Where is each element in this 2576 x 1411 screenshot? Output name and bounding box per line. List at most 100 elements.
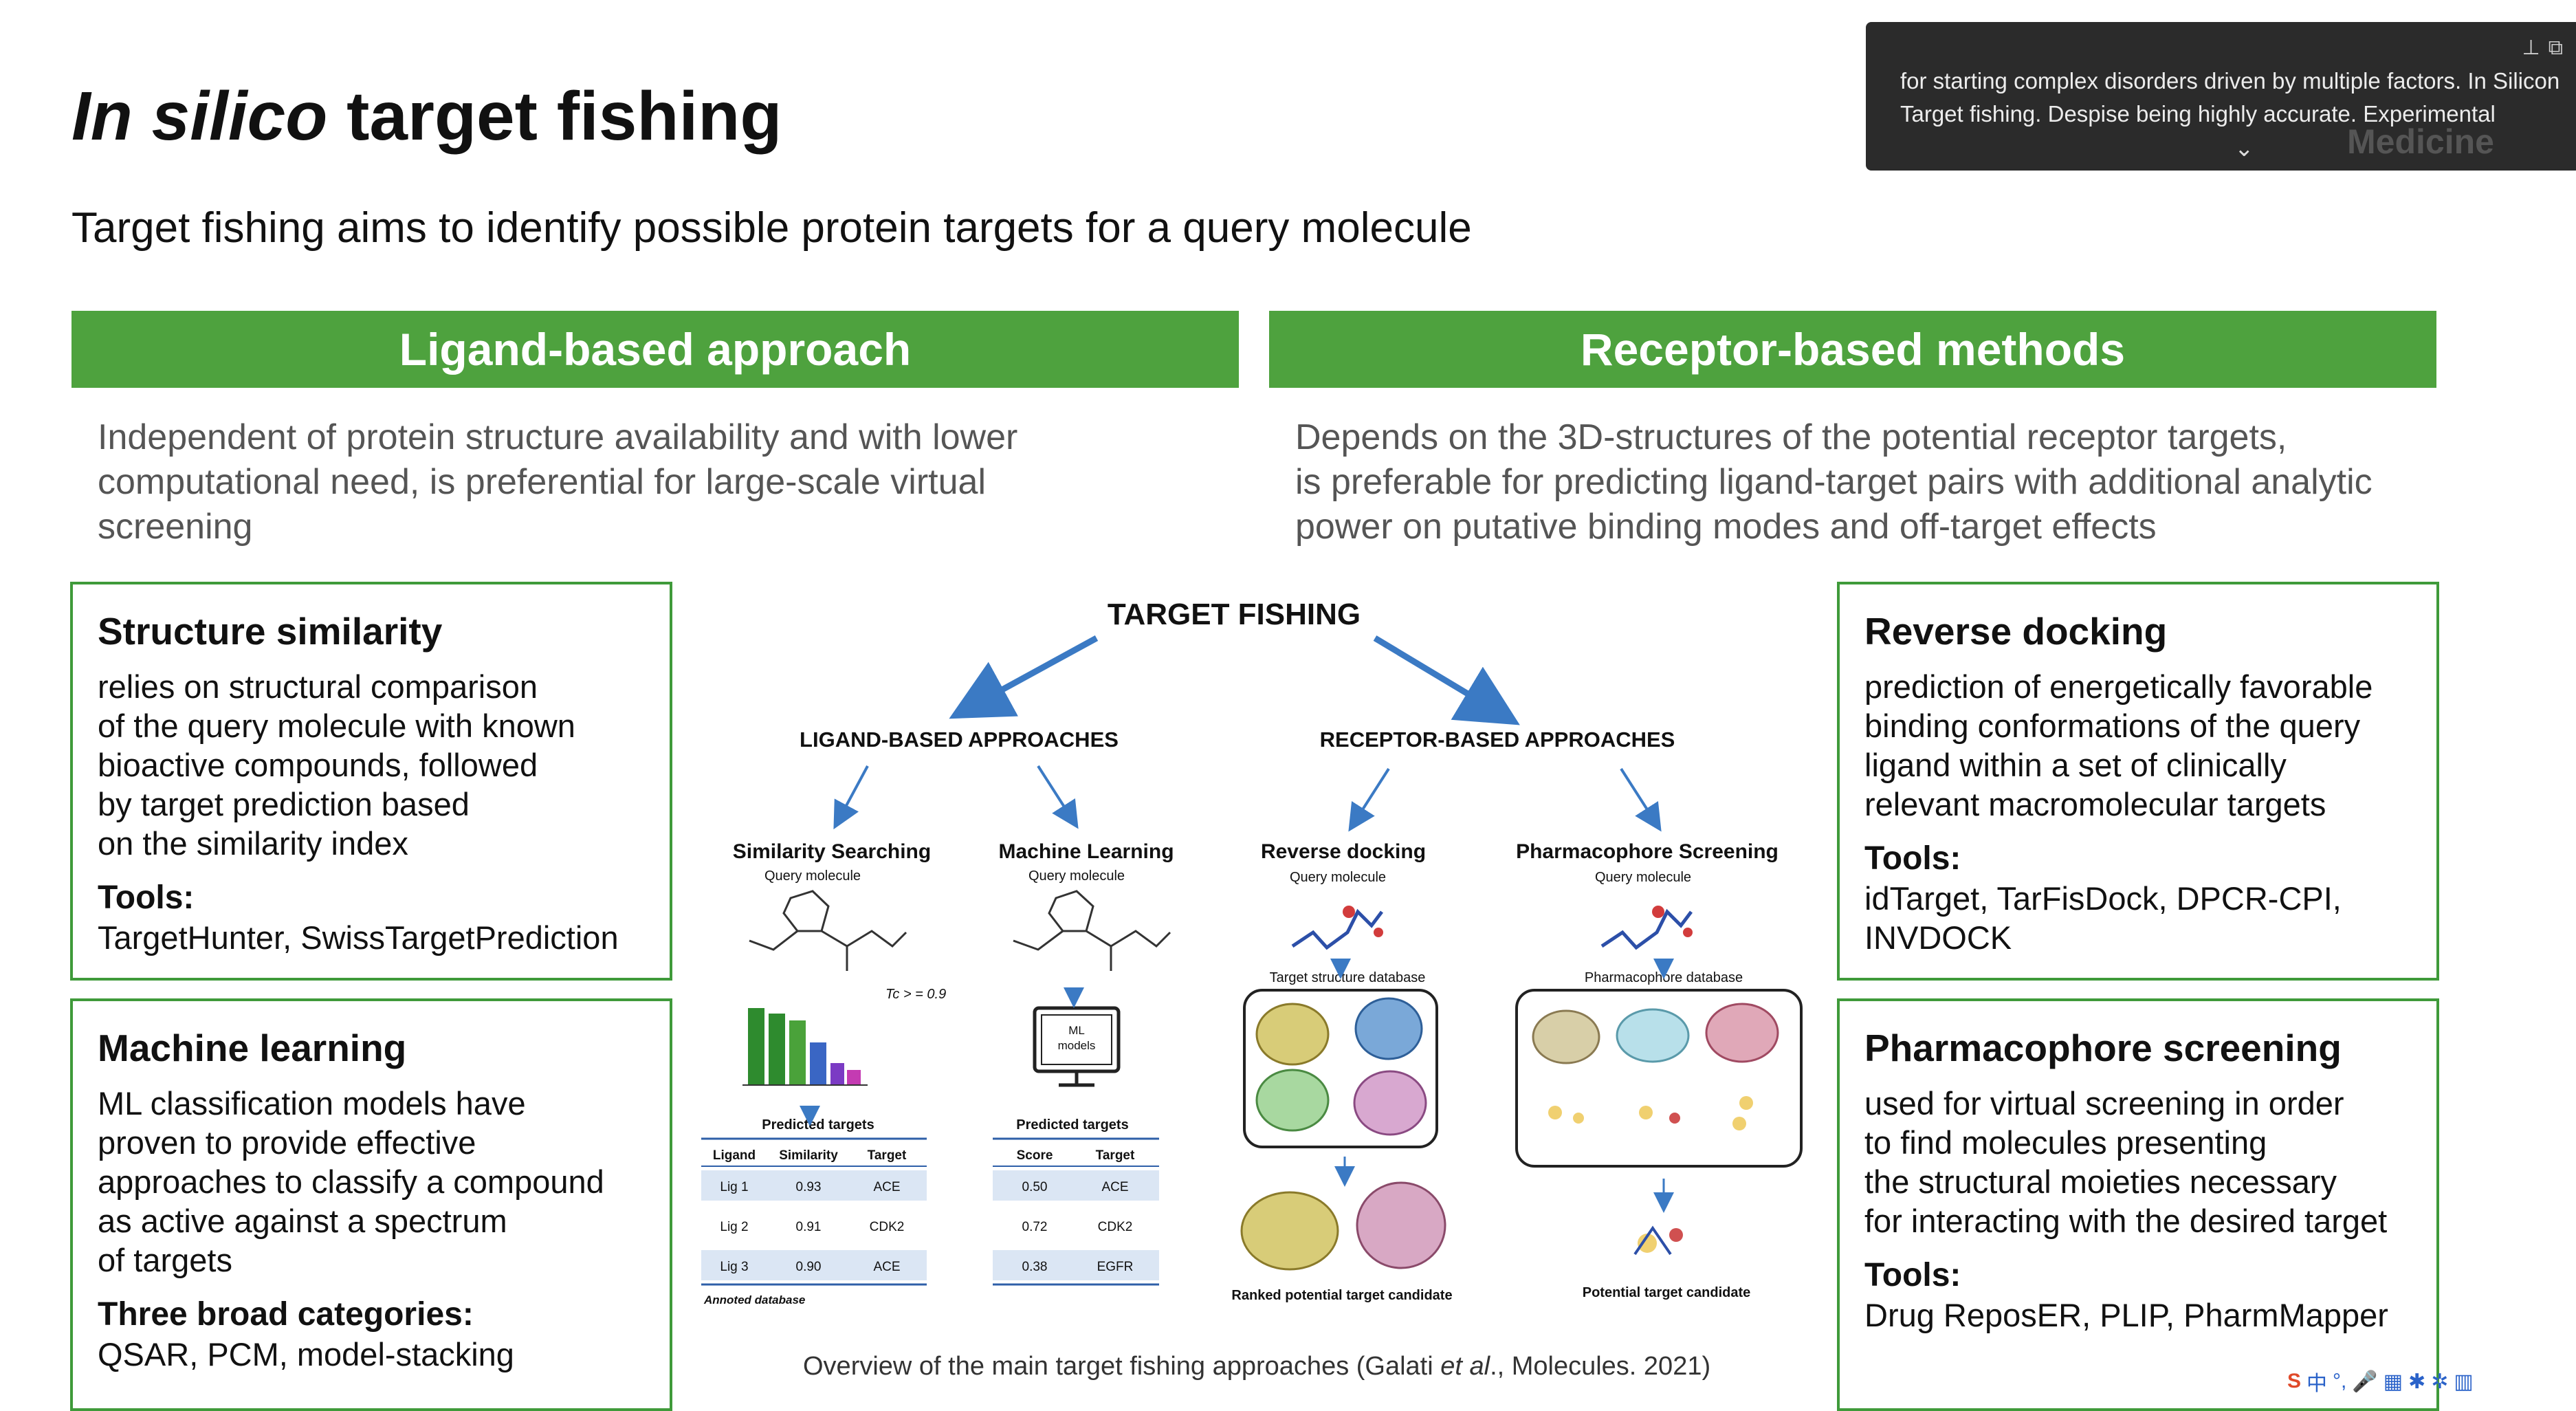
- grid-icon[interactable]: ▥: [2454, 1370, 2474, 1393]
- figure-caption: Overview of the main target fishing appr…: [803, 1352, 1711, 1381]
- reverse-docking-box: Reverse docking prediction of energetica…: [1837, 582, 2439, 981]
- histogram-bar: [830, 1063, 844, 1085]
- svg-text:ACE: ACE: [873, 1260, 900, 1274]
- target-structure-database-label: Target structure database: [1270, 970, 1426, 985]
- arrow-to-receptor: [1373, 635, 1520, 725]
- svg-text:Target: Target: [1096, 1148, 1135, 1163]
- svg-text:Lig 1: Lig 1: [720, 1180, 748, 1194]
- pharmacophore-feature: [1739, 1096, 1753, 1110]
- box-heading: Pharmacophore screening: [1864, 1027, 2342, 1069]
- ml-models-monitor: ML models: [1033, 1006, 1121, 1087]
- svg-text:Lig 3: Lig 3: [720, 1260, 748, 1274]
- ligand-header: Ligand-based approach: [71, 311, 1239, 388]
- ligand-description: Independent of protein structure availab…: [98, 417, 1018, 547]
- svg-text:0.91: 0.91: [796, 1220, 822, 1234]
- pharmacophore-database: [1515, 989, 1803, 1168]
- histogram-bar: [810, 1042, 826, 1085]
- receptor-header: Receptor-based methods: [1269, 311, 2436, 388]
- histogram-bar: [748, 1008, 764, 1085]
- query-molecule-label: Query molecule: [1595, 870, 1691, 885]
- chevron-down-icon[interactable]: ⌄: [2234, 135, 2254, 162]
- histogram-bar: [847, 1070, 861, 1085]
- protein-structure: [1616, 1008, 1690, 1063]
- target-fishing-figure: TARGET FISHING LIGAND-BASED APPROACHES R…: [701, 598, 1803, 1306]
- arrow-to-pharmacophore: [1620, 767, 1662, 832]
- video-subtitle-overlay[interactable]: ⊥⧉ for starting complex disorders driven…: [1866, 22, 2576, 171]
- svg-text:Score: Score: [1017, 1148, 1053, 1163]
- pharmacophore-screening-title: Pharmacophore Screening: [1516, 840, 1779, 863]
- ranked-candidate-label: Ranked potential target candidate: [1231, 1288, 1452, 1303]
- ligand-approaches-label: LIGAND-BASED APPROACHES: [800, 728, 1119, 752]
- query-molecule-label: Query molecule: [1290, 870, 1386, 885]
- protein-structure: [1255, 1069, 1330, 1132]
- query-molecule-structure: [749, 890, 907, 971]
- machine-learning-title: Machine Learning: [998, 840, 1174, 863]
- reverse-docking-title: Reverse docking: [1261, 840, 1426, 863]
- pharmacophore-screening-box: Pharmacophore screening used for virtual…: [1837, 998, 2439, 1411]
- slide-subtitle: Target fishing aims to identify possible…: [71, 204, 1472, 252]
- histogram-bar: [769, 1014, 785, 1085]
- machine-learning-box: Machine learning ML classification model…: [70, 998, 672, 1411]
- histogram-bar: [789, 1020, 806, 1085]
- receptor-approaches-label: RECEPTOR-BASED APPROACHES: [1320, 728, 1675, 752]
- svg-text:Lig 2: Lig 2: [720, 1220, 748, 1234]
- language-icon[interactable]: 中: [2307, 1372, 2328, 1395]
- protein-structure: [1356, 1181, 1446, 1269]
- punctuation-icon[interactable]: °,: [2333, 1370, 2347, 1392]
- arrow-to-docking: [1348, 767, 1390, 832]
- skin-icon[interactable]: ✱: [2408, 1370, 2426, 1393]
- protein-structure: [1354, 997, 1423, 1060]
- arrow-to-similarity: [833, 765, 869, 830]
- protein-structure: [1240, 1191, 1339, 1271]
- ranked-candidates: [1240, 1181, 1446, 1271]
- target-structure-database: [1243, 989, 1438, 1148]
- svg-text:0.90: 0.90: [796, 1260, 822, 1274]
- pharmacophore-feature: [1732, 1117, 1746, 1130]
- predicted-targets-label: Predicted targets: [1016, 1117, 1128, 1133]
- svg-text:ACE: ACE: [1101, 1180, 1128, 1194]
- subtitle-line: for starting complex disorders driven by…: [1900, 68, 2560, 94]
- svg-text:models: models: [1058, 1039, 1096, 1052]
- annoted-database-label: Annoted database: [703, 1293, 805, 1306]
- pharmacophore-feature: [1573, 1113, 1584, 1124]
- pharmacophore-feature: [1669, 1113, 1680, 1124]
- tc-threshold-label: Tc > = 0.9: [885, 987, 946, 1002]
- svg-text:EGFR: EGFR: [1097, 1260, 1134, 1274]
- mic-icon[interactable]: 🎤: [2352, 1370, 2378, 1393]
- query-molecule-3d: [1291, 906, 1383, 950]
- similarity-searching-title: Similarity Searching: [733, 840, 931, 863]
- pharmacophore-database-label: Pharmacophore database: [1585, 970, 1743, 985]
- overlay-bg-watermark: Medicine: [2347, 122, 2494, 161]
- settings-icon[interactable]: ✲: [2431, 1370, 2449, 1393]
- svg-text:Ligand: Ligand: [713, 1148, 756, 1163]
- system-tray: S 中 °, 🎤 ▦ ✱ ✲ ▥: [2287, 1366, 2576, 1397]
- svg-text:CDK2: CDK2: [870, 1220, 905, 1234]
- query-molecule-label: Query molecule: [764, 868, 861, 884]
- predicted-targets-label: Predicted targets: [762, 1117, 874, 1133]
- subtitle-line: Target fishing. Despise being highly acc…: [1900, 101, 2496, 127]
- keyboard-icon[interactable]: ▦: [2383, 1370, 2403, 1393]
- svg-text:Similarity: Similarity: [779, 1148, 838, 1163]
- receptor-description: Depends on the 3D-structures of the pote…: [1295, 417, 2373, 547]
- arrow-to-ml: [1037, 765, 1079, 829]
- box-heading: Machine learning: [98, 1027, 407, 1069]
- similarity-table: Ligand Similarity Target Lig 1 0.93 ACE …: [701, 1137, 927, 1306]
- table-row: [993, 1170, 1159, 1201]
- box-heading: Reverse docking: [1864, 610, 2168, 653]
- svg-text:ML: ML: [1068, 1024, 1085, 1037]
- popout-icon[interactable]: ⧉: [2548, 36, 2571, 59]
- ml-score-table: Score Target 0.50 ACE 0.72 CDK2 0.38 EGF…: [993, 1137, 1159, 1286]
- pharmacophore-feature: [1639, 1106, 1653, 1119]
- protein-structure: [1532, 1009, 1600, 1064]
- input-method-icon[interactable]: S: [2287, 1370, 2302, 1392]
- slide-title: In silico target fishing: [71, 78, 782, 155]
- table-row: [701, 1250, 927, 1280]
- arrow-to-ligand: [949, 635, 1099, 719]
- pin-icon[interactable]: ⊥: [2522, 36, 2549, 59]
- query-molecule-label: Query molecule: [1028, 868, 1125, 884]
- protein-structure: [1255, 1003, 1330, 1066]
- protein-structure: [1353, 1070, 1427, 1136]
- table-row: [701, 1170, 927, 1201]
- potential-candidate-label: Potential target candidate: [1583, 1285, 1751, 1300]
- box-heading: Structure similarity: [98, 610, 443, 653]
